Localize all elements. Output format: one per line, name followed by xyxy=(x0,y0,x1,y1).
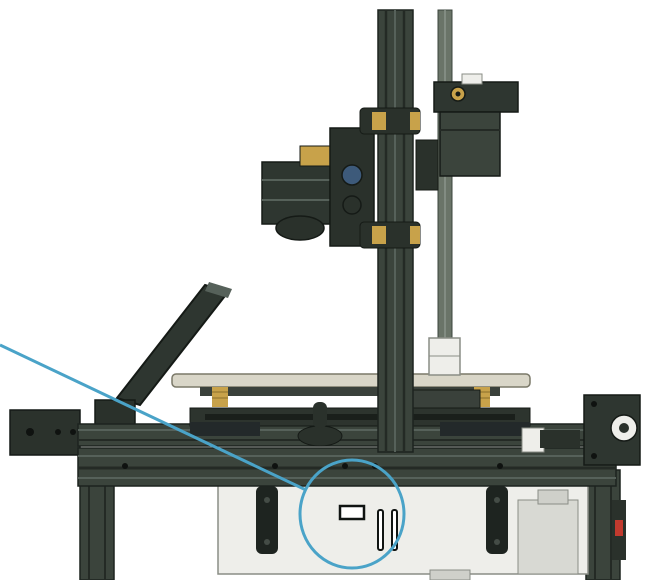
power-supply xyxy=(217,483,626,580)
left-end-bracket xyxy=(9,409,81,456)
x-carriage xyxy=(261,107,439,249)
z-motor xyxy=(433,73,519,177)
vertical-legs xyxy=(79,469,621,580)
y-motor xyxy=(583,394,641,466)
y-carriage xyxy=(189,402,580,453)
callout xyxy=(0,343,406,570)
z-lead-screw xyxy=(428,9,461,376)
heat-bed xyxy=(171,373,531,409)
